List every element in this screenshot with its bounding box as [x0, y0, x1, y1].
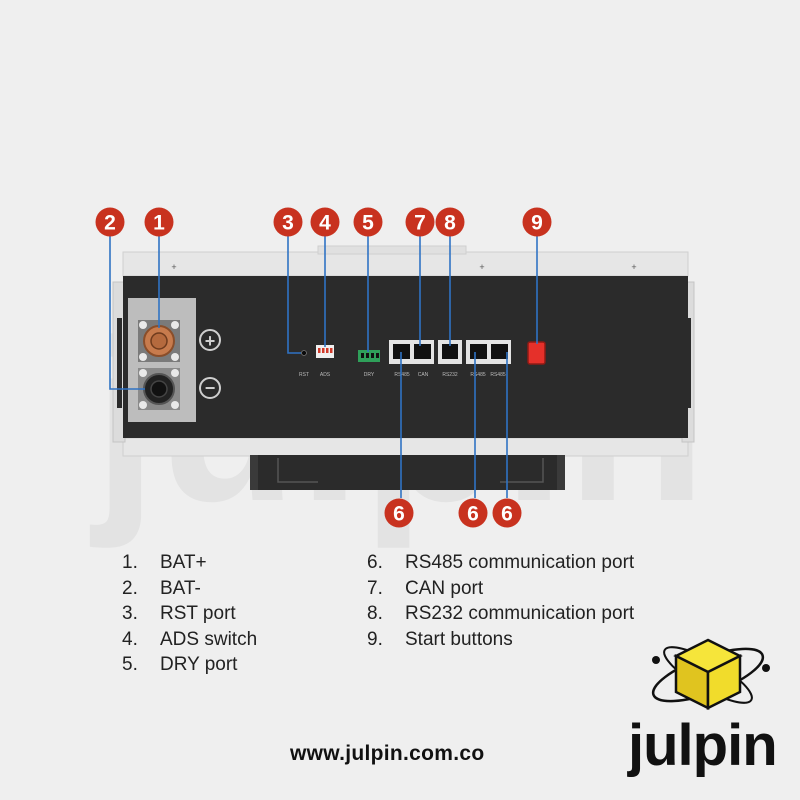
legend-item: 3.RST port: [122, 603, 236, 624]
rst-port: [301, 350, 307, 356]
legend-item: 5.DRY port: [122, 654, 238, 675]
right-bracket-slot: [686, 318, 691, 408]
rs485-b-label: RS485: [470, 372, 486, 378]
svg-text:2: 2: [104, 212, 116, 235]
svg-text:4: 4: [319, 212, 331, 235]
svg-text:8: 8: [444, 212, 456, 235]
legend-item: 4.ADS switch: [122, 628, 258, 650]
legend-right: 6.RS485 communication port 7.CAN port 8.…: [367, 550, 634, 652]
svg-text:+: +: [631, 262, 636, 272]
legend-item: 6.RS485 communication port: [367, 552, 635, 573]
can-port: [414, 344, 431, 359]
dry-label: DRY: [364, 372, 375, 378]
brand-wordmark: julpin: [628, 713, 778, 778]
legend-item: 1.BAT+: [122, 552, 207, 573]
website-link[interactable]: www.julpin.com.co: [290, 742, 485, 765]
housing-top-ridge: [317, 245, 467, 255]
left-bracket-slot: [117, 318, 122, 408]
rs485-port-a: [393, 344, 410, 359]
callout-2: 2: [95, 207, 125, 237]
ads-switch: [316, 345, 334, 358]
callout-9: 9: [522, 207, 552, 237]
callout-5: 5: [353, 207, 383, 237]
battery-unit: + + + + −: [112, 245, 695, 490]
callout-1: 1: [144, 207, 174, 237]
leader-lines: [109, 236, 538, 498]
bat-minus-terminal: [138, 368, 180, 410]
svg-text:3: 3: [282, 212, 294, 235]
callout-4: 4: [310, 207, 340, 237]
legend-item: 2.BAT-: [122, 577, 201, 599]
rs232-label: RS232: [442, 372, 458, 378]
svg-text:6: 6: [393, 503, 405, 526]
svg-text:6: 6: [467, 503, 479, 526]
housing-bottom: [122, 437, 689, 457]
can-label: CAN: [418, 372, 429, 378]
rs485-c-label: RS485: [490, 372, 506, 378]
rs485-port-c: [491, 344, 508, 359]
julpin-logo-icon: [651, 638, 770, 711]
rs485-a-label: RS485: [394, 372, 410, 378]
svg-text:−: −: [205, 378, 216, 398]
plus-symbol-icon: [199, 329, 221, 351]
svg-text:7: 7: [414, 212, 426, 235]
svg-text:+: +: [205, 331, 216, 351]
start-button: [527, 341, 546, 365]
svg-text:5: 5: [362, 212, 374, 235]
callout-8: 8: [435, 207, 465, 237]
dry-port: [358, 350, 380, 362]
callout-6b: 6: [458, 498, 488, 528]
callout-7: 7: [405, 207, 435, 237]
legend-left: 1.BAT+ 2.BAT- 3.RST port 4.ADS switch 5.…: [122, 550, 257, 678]
battery-stand: [250, 455, 565, 490]
rs232-port: [442, 344, 458, 359]
ads-label: ADS: [320, 372, 331, 378]
svg-text:+: +: [479, 262, 484, 272]
callout-3: 3: [273, 207, 303, 237]
rst-label: RST: [299, 372, 309, 378]
callouts: 2 1 3 4 5 7 8 9 6 6 6: [95, 207, 552, 528]
svg-text:1: 1: [153, 212, 165, 235]
callout-6a: 6: [384, 498, 414, 528]
svg-text:6: 6: [501, 503, 513, 526]
legend-item: 8.RS232 communication port: [367, 603, 635, 624]
svg-text:+: +: [171, 262, 176, 272]
callout-6c: 6: [492, 498, 522, 528]
housing-top: [122, 251, 689, 277]
minus-symbol-icon: [199, 377, 221, 399]
legend-item: 7.CAN port: [367, 577, 484, 599]
legend-item: 9.Start buttons: [367, 628, 513, 650]
rs485-port-b: [470, 344, 487, 359]
svg-text:9: 9: [531, 212, 543, 235]
